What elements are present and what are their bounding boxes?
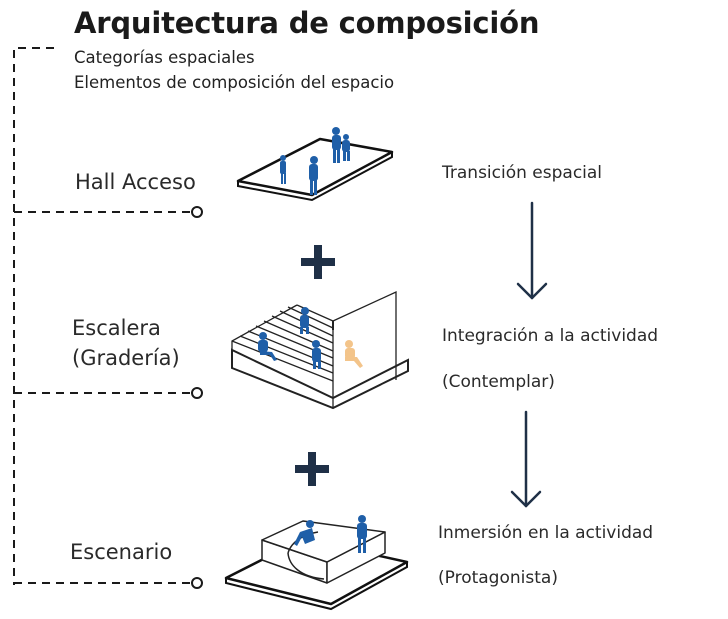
connector-node-escenario	[191, 577, 203, 589]
arrow-down-icon	[516, 201, 548, 300]
subtitle-elements: Elementos de composición del espacio	[74, 73, 395, 92]
subtitle-categories: Categorías espaciales	[74, 48, 255, 67]
person-icon	[312, 340, 321, 369]
stage-description-escenario-role: (Protagonista)	[438, 568, 558, 588]
plus-icon	[295, 452, 329, 486]
person-icon	[357, 515, 367, 553]
stage-description-escalera-role: (Contemplar)	[442, 372, 555, 392]
stage-description-escalera: Integración a la actividad	[442, 326, 659, 346]
person-icon	[294, 520, 315, 546]
connector-node-escalera	[191, 387, 203, 399]
stage-label-graderia: (Gradería)	[72, 346, 180, 370]
stage-description-escenario: Inmersión en la actividad	[438, 523, 654, 543]
person-icon	[280, 155, 286, 184]
diagram-title: Arquitectura de composición	[74, 6, 540, 40]
dashed-connector	[13, 47, 192, 585]
stage-label-escenario: Escenario	[70, 540, 173, 564]
connector-node-hall	[191, 206, 203, 218]
stage-label-hall: Hall Acceso	[75, 170, 196, 194]
connector-nodes	[191, 206, 203, 589]
hall-platform-illustration	[236, 127, 394, 202]
arrow-down-icon	[510, 410, 542, 508]
person-icon	[342, 134, 350, 161]
stage-description-hall: Transición espacial	[442, 163, 603, 183]
person-icon	[332, 127, 341, 163]
plus-icon	[301, 245, 335, 279]
person-icon	[345, 340, 363, 368]
person-icon	[258, 332, 277, 361]
person-icon	[309, 156, 318, 195]
escenario-illustration	[224, 515, 409, 611]
person-icon	[300, 307, 309, 334]
stage-label-escalera: Escalera	[72, 316, 161, 340]
